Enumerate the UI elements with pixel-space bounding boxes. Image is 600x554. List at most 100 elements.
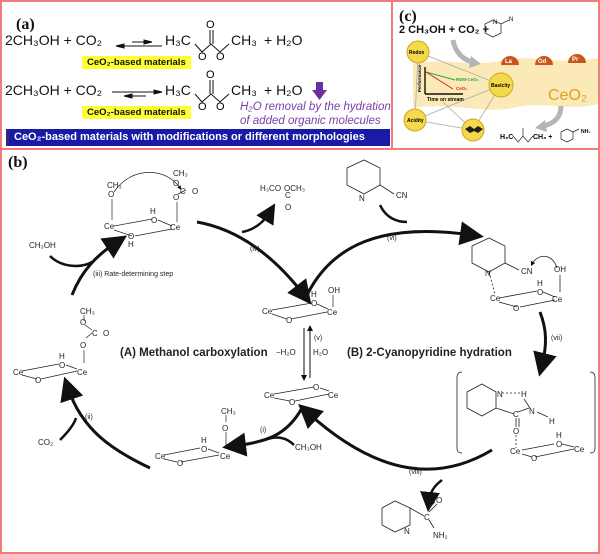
cn-group: CN [396, 191, 408, 200]
svg-text:O: O [531, 454, 537, 463]
svg-text:Ce: Ce [170, 223, 181, 232]
dopant-la: La [501, 56, 519, 65]
minus-water-label: −H₂O [276, 348, 296, 357]
svg-text:N: N [493, 20, 497, 26]
eq1-back-arrowhead [115, 43, 125, 49]
step-ii-label: (ii) [85, 414, 93, 421]
svg-text:N: N [359, 194, 365, 203]
svg-text:N: N [529, 407, 535, 416]
svg-text:O: O [173, 179, 179, 188]
svg-text:OH: OH [328, 286, 340, 295]
panel-c-graphic: N N Performance Time on stream REM-CeO₂ … [403, 17, 598, 143]
step-iii-label: (iii) Rate-determining step [93, 271, 173, 278]
svg-text:O: O [80, 341, 86, 350]
intermediate-coordinated-cyanopyridine [471, 237, 561, 308]
intermediate-amide-bound [466, 383, 575, 458]
eq2-products: + H₂O [264, 82, 303, 98]
panel-b-label: (b) [8, 154, 28, 171]
performance-chart: Performance Time on stream REM-CeO₂ CeO₂ [417, 64, 479, 103]
svg-text:Redox: Redox [409, 50, 425, 56]
dehydrated-ceria [273, 386, 330, 402]
svg-text:C: C [513, 410, 519, 419]
node-basicity: Basicity [488, 72, 514, 98]
svg-text:C: C [285, 191, 291, 200]
svg-text:H: H [549, 417, 555, 426]
svg-text:Ce: Ce [220, 452, 231, 461]
arrow-step-vii [533, 311, 557, 377]
arrow-step-ii [60, 376, 151, 470]
intermediate-methyl-carbonate [21, 315, 93, 380]
svg-text:O: O [103, 329, 109, 338]
svg-text:H: H [521, 390, 527, 399]
dmc-right: OCH₃ [284, 184, 305, 193]
svg-text:C: C [424, 513, 430, 522]
arrow-picolinamide-release [420, 479, 443, 512]
ceo2-line [425, 71, 454, 90]
dmc-left: H₃CO [260, 184, 281, 193]
modifications-banner: CeO₂-based materials with modifications … [6, 129, 390, 146]
step-v-label: (v) [314, 335, 322, 342]
eq2-reactants: 2CH₃OH + CO₂ [5, 82, 103, 98]
intermediate-methoxy [163, 415, 227, 463]
ceo2-support-label: CeO₂ [548, 87, 587, 104]
node-acidity: Acidity [403, 108, 427, 132]
svg-text:N: N [509, 17, 513, 23]
svg-text:Gd: Gd [538, 59, 547, 65]
bracket-left [456, 371, 463, 454]
panel-c-graphical-summary: (c) 2 CH₃OH + CO₂ + N N [391, 0, 600, 150]
panel-a-reaction-scheme: (a) 2CH₃OH + CO₂ O O O H₃C CH₃ + H₂O CeO… [0, 0, 393, 150]
svg-text:O: O [311, 299, 317, 308]
intermediate-methoxy-carbonate [111, 172, 187, 237]
svg-text:Ce: Ce [264, 391, 275, 400]
svg-text:CN: CN [521, 267, 533, 276]
svg-text:O: O [198, 51, 207, 62]
svg-text:H: H [150, 207, 156, 216]
svg-text:O: O [513, 427, 519, 436]
svg-text:Ce: Ce [262, 307, 273, 316]
eq1-carbonyl-o: O [206, 19, 215, 31]
svg-text:Basicity: Basicity [491, 83, 510, 89]
arrow-step-iv [196, 220, 312, 305]
methanol-bottom: CH₃OH [295, 443, 322, 452]
handshake-icon [461, 118, 485, 142]
eq2-catalyst-label: CeO₂-based materials [82, 106, 191, 119]
dopant-gd: Gd [535, 56, 553, 65]
svg-text:H: H [128, 240, 134, 249]
eq1-dmc-skeleton [194, 43, 230, 53]
methanol-top: CH₃OH [29, 241, 56, 250]
eq2-dmc-right: CH₃ [231, 82, 257, 98]
svg-text:O: O [206, 69, 215, 81]
step-vii-label: (vii) [551, 335, 562, 342]
legend-ceo2: CeO₂ [456, 86, 467, 91]
svg-text:Ce: Ce [77, 368, 88, 377]
svg-text:O: O [222, 424, 228, 433]
eq2-arrow-and-dmc: O O O [112, 69, 230, 112]
svg-text:H: H [537, 279, 543, 288]
water-removal-note-2: of added organic molecules [240, 115, 381, 127]
amide-nh2: NH₂ [433, 531, 448, 540]
svg-text:Ce: Ce [552, 295, 563, 304]
bracket-right [589, 371, 596, 454]
svg-text:O: O [286, 316, 292, 325]
water-removal-note-1: H₂O removal by the hydration [240, 101, 391, 113]
svg-text:CH₃: CH₃ [107, 181, 122, 190]
eq1-products: + H₂O [264, 32, 303, 48]
svg-text:Pr: Pr [572, 57, 579, 63]
svg-text:O: O [537, 288, 543, 297]
product-flow-arrow [542, 105, 564, 129]
panel-c-label: (c) [399, 8, 417, 25]
svg-text:La: La [505, 59, 513, 65]
svg-text:Ce: Ce [104, 222, 115, 231]
svg-text:Ce: Ce [574, 445, 585, 454]
svg-text:Ce: Ce [490, 294, 501, 303]
chart-ylabel: Performance [417, 64, 422, 92]
eq1-reactants: 2CH₃OH + CO₂ [5, 32, 103, 48]
svg-text:C: C [180, 187, 186, 196]
svg-text:O: O [108, 190, 114, 199]
step-viii-label: (viii) [409, 469, 422, 476]
water-label: H₂O [313, 348, 328, 357]
cyanopyridine-small [484, 19, 510, 38]
svg-text:H: H [311, 290, 317, 299]
svg-text:C: C [92, 329, 98, 338]
svg-text:Ce: Ce [510, 447, 521, 456]
